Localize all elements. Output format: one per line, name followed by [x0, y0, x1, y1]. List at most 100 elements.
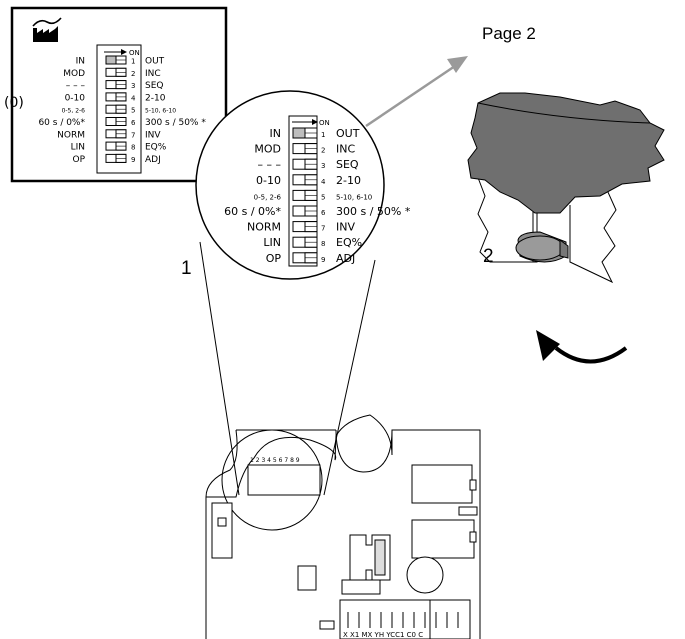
left-option-label: LIN: [71, 143, 85, 153]
right-option-label: 5-10, 6-10: [145, 108, 176, 115]
left-option-label: IN: [270, 127, 281, 140]
zoom-line-left: [199, 241, 240, 496]
left-connector: [211, 502, 233, 559]
right-option-label: INC: [336, 143, 355, 156]
left-option-label: 0-5, 2-6: [62, 108, 86, 115]
capacitor-block: [297, 565, 317, 591]
left-option-label: – – –: [258, 158, 282, 171]
switch-number: 2: [321, 147, 325, 155]
left-option-label: MOD: [63, 69, 85, 79]
switch-number: 1: [321, 131, 325, 139]
right-option-label: SEQ: [336, 158, 359, 171]
cover-with-knob: [467, 92, 665, 284]
electrolytic-capacitor: [406, 556, 444, 594]
right-option-label: 300 s / 50% *: [145, 118, 206, 128]
page-ref: Page 2: [482, 24, 536, 43]
left-option-label: LIN: [263, 236, 281, 249]
switch-slider: [292, 127, 306, 139]
switch-number: 5: [131, 107, 135, 115]
right-option-label: INC: [145, 69, 161, 79]
left-option-label: NORM: [247, 221, 281, 234]
on-arrow: [292, 119, 318, 125]
switch-row-9: OP 9 ADJ: [72, 153, 161, 165]
right-option-label: OUT: [145, 57, 165, 67]
switch-number: 7: [131, 131, 135, 139]
switch-row-5: 0-5, 2-6 5 5-10, 6-10: [254, 189, 372, 201]
left-option-label: IN: [76, 57, 85, 67]
switch-row-3: – – – 3 SEQ: [66, 80, 163, 91]
switch-row-7: NORM 7 INV: [247, 221, 356, 234]
right-option-label: INV: [336, 221, 355, 234]
switch-number: 8: [321, 240, 325, 248]
right-option-label: 5-10, 6-10: [336, 193, 372, 201]
left-option-label: NORM: [57, 130, 85, 140]
relay-1: [411, 464, 473, 504]
right-option-label: OUT: [336, 127, 360, 140]
switch-row-5: 0-5, 2-6 5 5-10, 6-10: [62, 104, 176, 115]
left-option-label: OP: [72, 155, 85, 165]
right-option-label: ADJ: [336, 252, 355, 265]
switch-row-9: OP 9 ADJ: [266, 252, 356, 265]
callout-1: 1: [181, 258, 192, 279]
switch-row-8: LIN 8 EQ%: [263, 236, 362, 249]
switch-number: 6: [131, 119, 136, 127]
dark-cover: [467, 92, 665, 214]
switch-slider: [105, 55, 117, 65]
switch-number: 1: [131, 58, 135, 66]
switch-number: 5: [321, 193, 325, 201]
left-option-label: – – –: [66, 81, 86, 91]
board-dip-switch: [247, 464, 321, 496]
right-option-label: ADJ: [145, 155, 161, 165]
mini-on-arrow: [104, 49, 127, 55]
right-option-label: SEQ: [145, 81, 163, 91]
board-dip-numbers: 1 2 3 4 5 6 7 8 9: [250, 457, 300, 464]
switch-number: 3: [321, 162, 325, 170]
left-option-label: OP: [266, 252, 282, 265]
switch-row-3: – – – 3 SEQ: [258, 158, 359, 171]
switch-number: 4: [321, 178, 326, 186]
page-2-arrow: [365, 56, 468, 128]
switch-number: 2: [131, 70, 135, 78]
zoom-line-right: [323, 259, 376, 496]
relay-2: [411, 519, 475, 559]
switch-row-1: IN 1 OUT: [76, 55, 165, 67]
factory-icon: [32, 17, 62, 42]
right-option-label: 2-10: [336, 174, 361, 187]
resistor-block: [341, 579, 381, 595]
right-option-label: 2-10: [145, 93, 166, 103]
terminal-pins: [347, 612, 459, 628]
terminal-labels: X X1 MX YH YCC1 C0 C: [343, 631, 423, 639]
left-option-label: 0-5, 2-6: [254, 193, 282, 201]
right-option-label: EQ%: [336, 236, 362, 249]
switch-number: 9: [321, 256, 325, 264]
switch-number: 4: [131, 94, 136, 102]
switch-number: 9: [131, 156, 135, 164]
circuit-board: 1 2 3 4 5 6 7 8 9 X X1 MX YH YCC1 C0 C: [205, 414, 481, 639]
terminal-block: [339, 599, 471, 639]
board-magnifier-ring: [221, 429, 323, 531]
switch-number: 3: [131, 82, 135, 90]
switch-row-1: IN 1 OUT: [270, 127, 360, 140]
rotate-arrow: [536, 330, 628, 364]
default-marker: (0): [4, 95, 24, 111]
right-option-label: 300 s / 50% *: [336, 205, 411, 218]
switch-number: 7: [321, 225, 325, 233]
switch-row-7: NORM 7 INV: [57, 129, 161, 140]
switch-number: 6: [321, 209, 326, 217]
switch-number: 8: [131, 144, 135, 152]
right-option-label: INV: [145, 130, 161, 140]
left-option-label: 60 s / 0%*: [38, 118, 85, 128]
switch-row-6: 60 s / 0%* 6 300 s / 50% *: [38, 117, 206, 128]
left-option-label: MOD: [254, 143, 281, 156]
mini-on-label: ON: [129, 49, 140, 57]
switch-row-2: MOD 2 INC: [63, 67, 161, 79]
on-label: ON: [319, 119, 330, 127]
